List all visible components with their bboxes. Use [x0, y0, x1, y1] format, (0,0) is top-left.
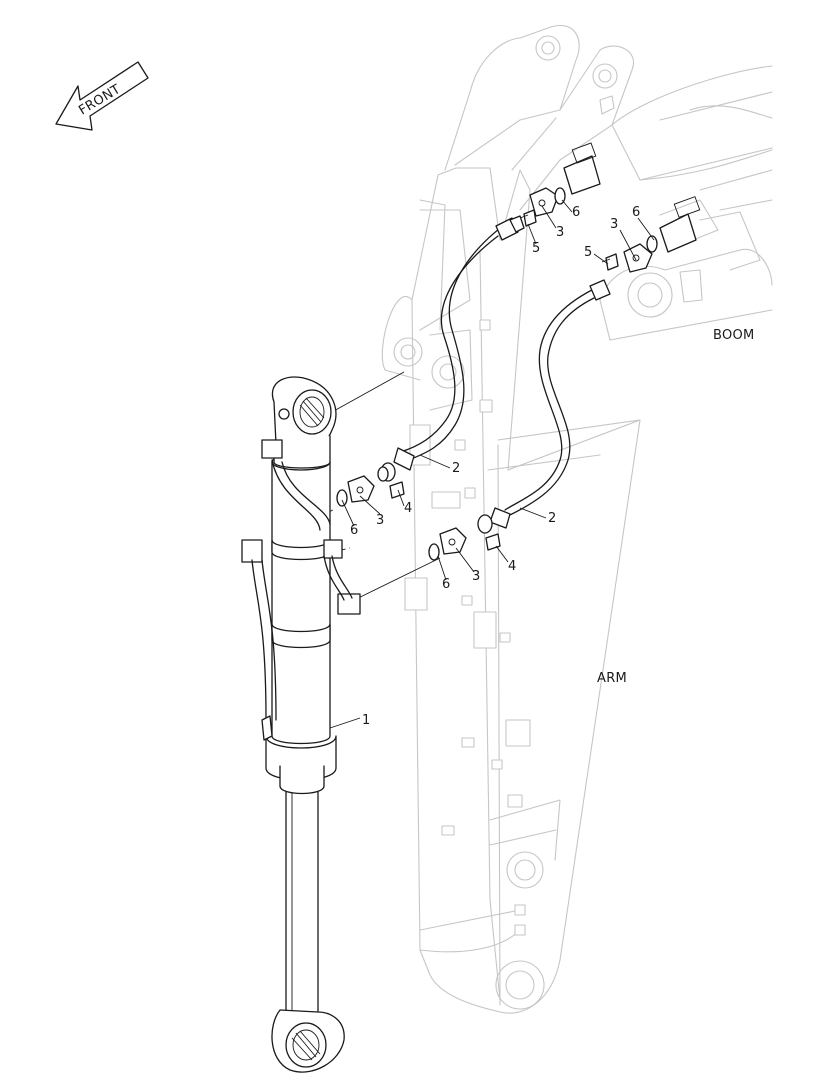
callout-3-boom-right: 3: [610, 217, 618, 232]
arm-structure: [381, 167, 641, 1014]
callout-leaders: [329, 199, 655, 729]
boom-structure: [444, 25, 773, 341]
callout-6-arm-lower: 6: [442, 577, 450, 592]
callout-5-right: 5: [584, 245, 592, 260]
front-direction-arrow: FRONT: [55, 61, 149, 131]
callout-2-lower: 2: [548, 511, 556, 526]
bucket-cylinder: [241, 371, 441, 1073]
callout-4-upper: 4: [404, 501, 412, 516]
callout-5-left: 5: [532, 241, 540, 256]
callout-4-lower: 4: [508, 559, 516, 574]
hose-2-lower: [477, 279, 611, 534]
callout-3-arm-upper: 3: [376, 513, 384, 528]
callout-2-upper: 2: [452, 461, 460, 476]
callout-6-arm-upper: 6: [350, 523, 358, 538]
boom-end-fittings: [519, 142, 701, 273]
callout-6-boom-left: 6: [572, 205, 580, 220]
callout-numbers: 1 2 2 3 3 3 3 4 4 5 5 6 6 6 6: [350, 205, 640, 728]
callout-1: 1: [362, 713, 370, 728]
boom-label: BOOM: [713, 328, 755, 343]
callout-3-boom-left: 3: [556, 225, 564, 240]
hose-2-upper: [377, 215, 525, 482]
arm-label: ARM: [597, 671, 627, 686]
callout-6-boom-right: 6: [632, 205, 640, 220]
callout-3-arm-lower: 3: [472, 569, 480, 584]
